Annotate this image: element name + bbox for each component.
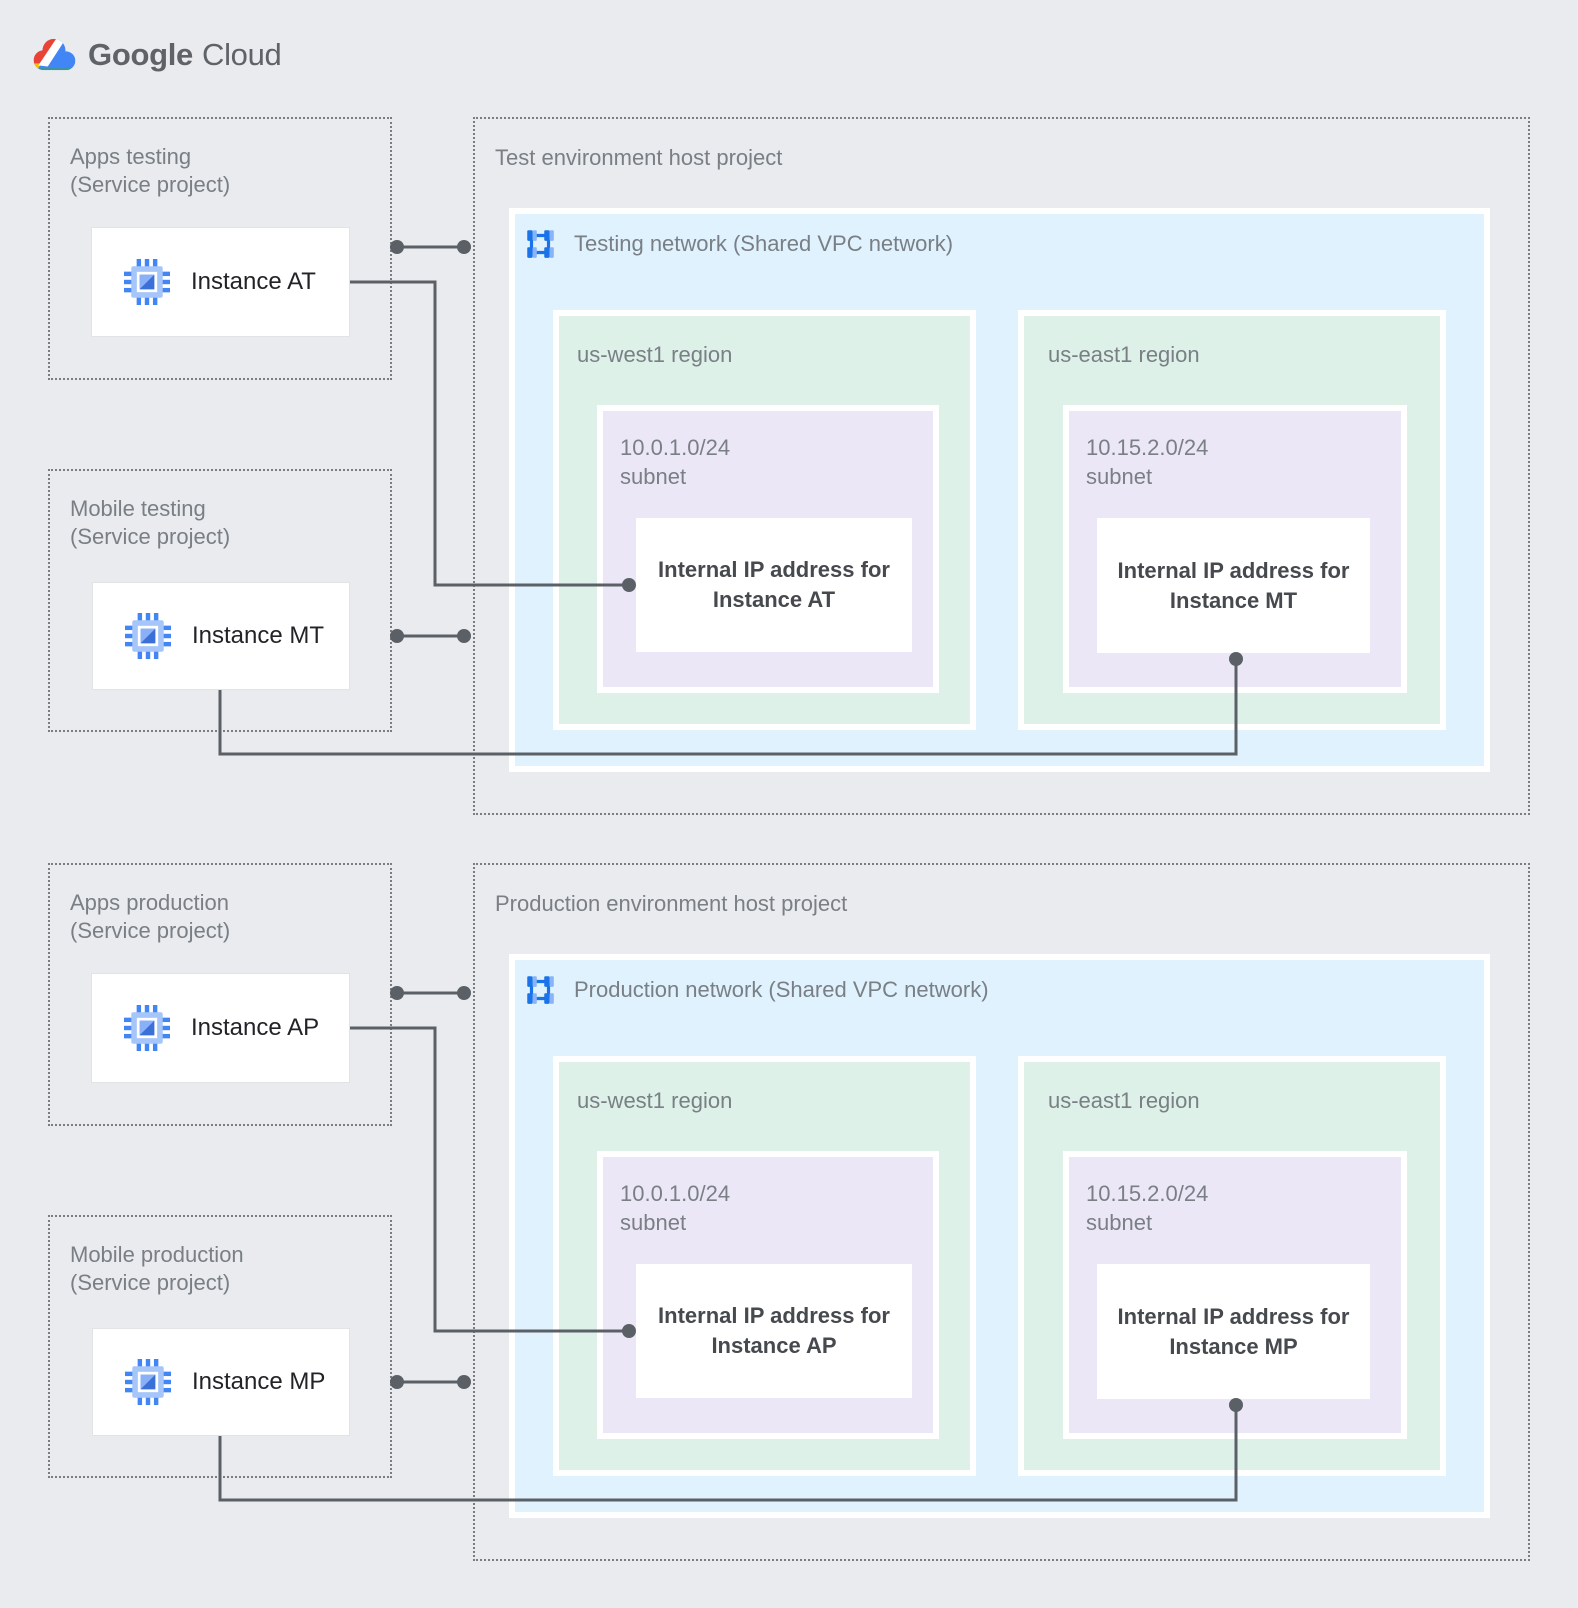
google-cloud-icon xyxy=(33,38,76,71)
instance-ap-card: Instance AP xyxy=(91,973,350,1083)
logo-brand-text: Google xyxy=(88,37,193,72)
production-host-project-title: Production environment host project xyxy=(495,891,848,916)
compute-engine-icon xyxy=(125,1359,171,1405)
subnet-word: subnet xyxy=(620,464,687,489)
mobile-production-project-title: Mobile production (Service project) xyxy=(70,1242,244,1295)
instance-at-card: Instance AT xyxy=(91,227,350,337)
apps-testing-project-box: Apps testing (Service project) xyxy=(48,117,392,380)
subnet-cidr: 10.15.2.0/24 xyxy=(1086,1181,1209,1206)
apps-testing-project-title: Apps testing (Service project) xyxy=(70,144,231,197)
internal-ip-instance-mp-box: Internal IP address for Instance MP xyxy=(1097,1264,1370,1399)
internal-ip-instance-mt-text: Internal IP address for Instance MT xyxy=(1117,557,1350,613)
test-east-subnet-label: 10.15.2.0/24 subnet xyxy=(1086,433,1208,491)
apps-production-project-title: Apps production (Service project) xyxy=(70,890,231,943)
compute-engine-icon xyxy=(124,1005,170,1051)
internal-ip-instance-mp-text: Internal IP address for Instance MP xyxy=(1117,1303,1350,1359)
prod-east-subnet-label: 10.15.2.0/24 subnet xyxy=(1086,1179,1208,1237)
compute-engine-icon xyxy=(125,613,171,659)
instance-ap-label: Instance AP xyxy=(191,1014,320,1041)
testing-network-header: Testing network (Shared VPC network) xyxy=(523,226,953,262)
vpc-network-icon xyxy=(527,976,554,1004)
prod-us-east1-region-label: us-east1 region xyxy=(1048,1088,1200,1113)
test-host-project-title: Test environment host project xyxy=(495,145,783,170)
production-network-label: Production network (Shared VPC network) xyxy=(574,977,989,1002)
instance-mt-card: Instance MT xyxy=(92,582,350,690)
subnet-cidr: 10.0.1.0/24 xyxy=(620,435,731,460)
internal-ip-instance-ap-box: Internal IP address for Instance AP xyxy=(636,1264,912,1398)
test-west-subnet-label: 10.0.1.0/24 subnet xyxy=(620,433,730,491)
instance-at-label: Instance AT xyxy=(191,268,316,295)
prod-west-subnet-label: 10.0.1.0/24 subnet xyxy=(620,1179,730,1237)
compute-engine-icon xyxy=(124,259,170,305)
mobile-testing-project-title: Mobile testing (Service project) xyxy=(70,496,231,549)
internal-ip-instance-mt-box: Internal IP address for Instance MT xyxy=(1097,518,1370,653)
production-network-header: Production network (Shared VPC network) xyxy=(523,972,989,1008)
subnet-cidr: 10.0.1.0/24 xyxy=(620,1181,731,1206)
subnet-word: subnet xyxy=(1086,1210,1153,1235)
prod-us-west1-region-label: us-west1 region xyxy=(577,1088,733,1113)
vpc-network-icon xyxy=(527,230,554,258)
test-us-east1-region-label: us-east1 region xyxy=(1048,342,1200,367)
apps-production-project-box: Apps production (Service project) xyxy=(48,863,392,1126)
instance-mp-label: Instance MP xyxy=(192,1368,326,1395)
mobile-production-project-box: Mobile production (Service project) xyxy=(48,1215,392,1478)
production-host-project-box: Production environment host project xyxy=(473,863,1530,1561)
subnet-word: subnet xyxy=(620,1210,687,1235)
internal-ip-instance-ap-text: Internal IP address for Instance AP xyxy=(658,1303,890,1358)
test-us-west1-region-label: us-west1 region xyxy=(577,342,733,367)
internal-ip-instance-at-box: Internal IP address for Instance AT xyxy=(636,518,912,652)
internal-ip-instance-at-text: Internal IP address for Instance AT xyxy=(658,557,890,612)
instance-mp-card: Instance MP xyxy=(92,1328,350,1436)
subnet-cidr: 10.15.2.0/24 xyxy=(1086,435,1209,460)
logo-product-text: Cloud xyxy=(201,37,282,72)
instance-mt-label: Instance MT xyxy=(192,622,325,649)
testing-network-label: Testing network (Shared VPC network) xyxy=(574,231,954,256)
subnet-word: subnet xyxy=(1086,464,1153,489)
